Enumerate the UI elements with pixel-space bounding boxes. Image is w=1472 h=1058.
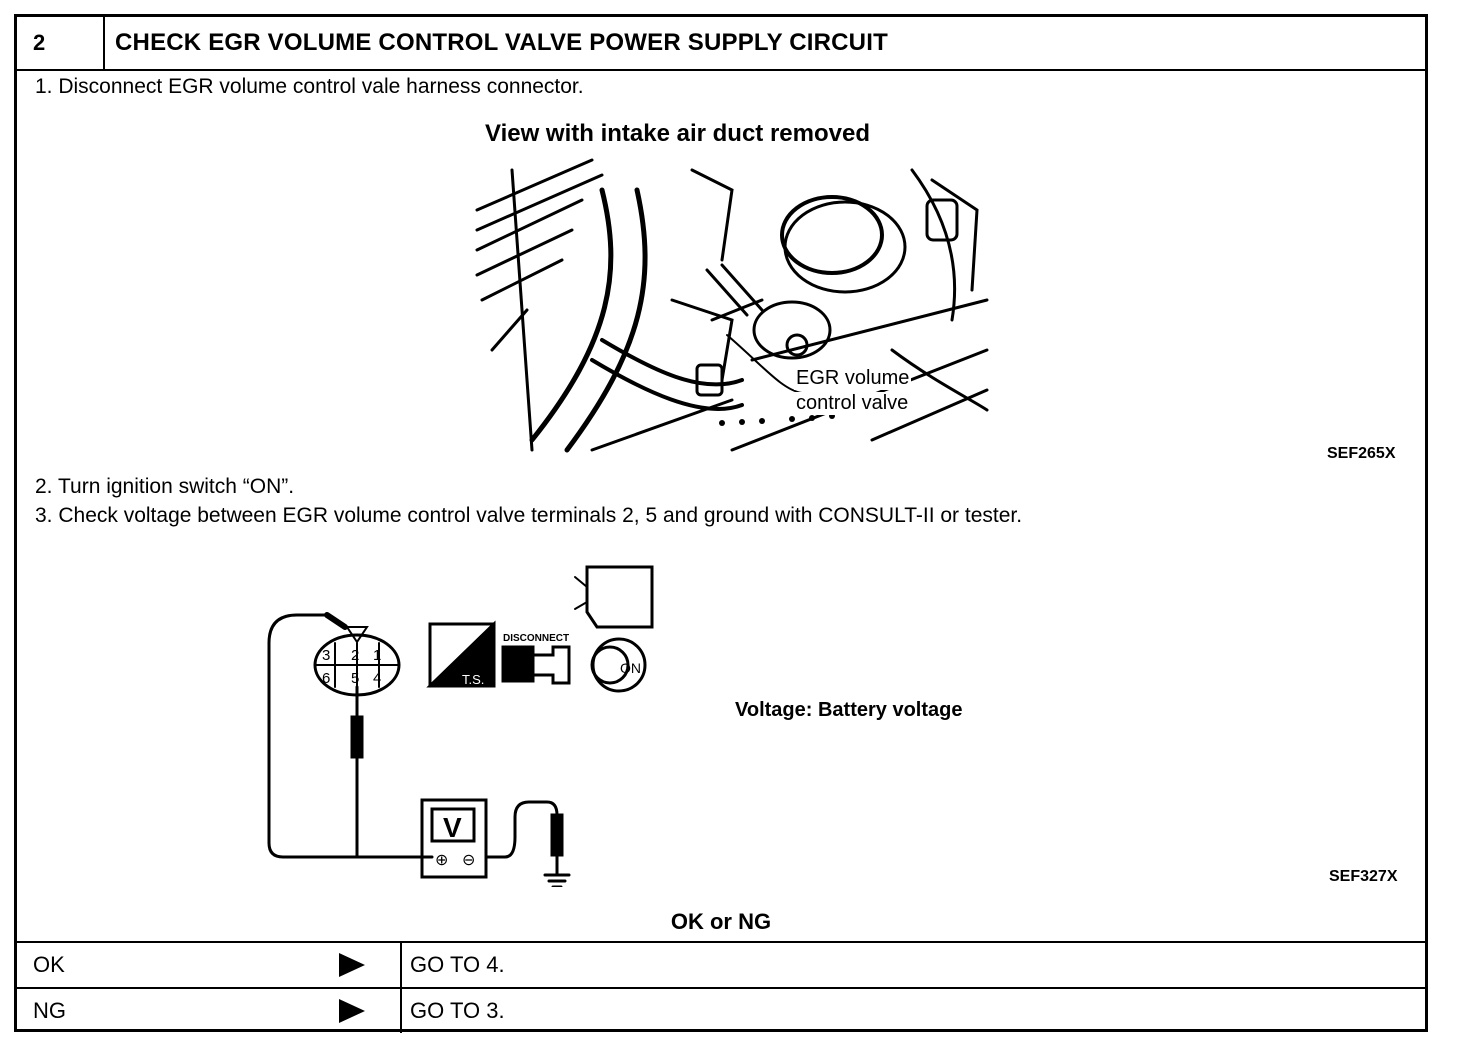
- step-title: CHECK EGR VOLUME CONTROL VALVE POWER SUP…: [115, 29, 888, 56]
- disconnect-icon-label: DISCONNECT: [503, 633, 569, 644]
- terminal-4: 4: [373, 670, 381, 687]
- arrow-right-icon: [339, 999, 365, 1023]
- ts-icon-label: T.S.: [462, 672, 484, 687]
- voltmeter-label: V: [443, 812, 462, 843]
- terminal-5: 5: [351, 670, 359, 687]
- step-header: 2 CHECK EGR VOLUME CONTROL VALVE POWER S…: [17, 17, 1425, 71]
- key-on-label: ON: [620, 660, 641, 676]
- voltage-note: Voltage: Battery voltage: [735, 699, 963, 721]
- svg-text:⊖: ⊖: [462, 852, 475, 869]
- figure2-code: SEF327X: [1329, 868, 1398, 885]
- terminal-1: 1: [373, 647, 381, 664]
- terminal-3: 3: [322, 647, 330, 664]
- terminal-6: 6: [322, 670, 330, 687]
- result-prompt: OK or NG: [670, 909, 772, 934]
- result-condition-ok: OK: [33, 952, 65, 977]
- column-divider: [400, 989, 402, 1033]
- instruction-step-3: 3. Check voltage between EGR volume cont…: [35, 504, 1023, 527]
- arrow-right-icon: [339, 953, 365, 977]
- instruction-step-2: 2. Turn ignition switch “ON”.: [35, 475, 295, 498]
- result-row-ok: OK GO TO 4.: [17, 941, 1425, 987]
- figure1-caption: View with intake air duct removed: [485, 120, 871, 147]
- result-action-ok: GO TO 4.: [410, 952, 505, 977]
- result-action-ng: GO TO 3.: [410, 998, 505, 1023]
- instruction-step-1: 1. Disconnect EGR volume control vale ha…: [35, 75, 584, 98]
- result-row-ng: NG GO TO 3.: [17, 987, 1425, 1033]
- procedure-frame: 2 CHECK EGR VOLUME CONTROL VALVE POWER S…: [14, 14, 1428, 1033]
- terminal-2: 2: [351, 647, 359, 664]
- figure1-code: SEF265X: [1327, 445, 1396, 462]
- column-divider: [400, 943, 402, 987]
- figure1-label-line1: EGR volume: [794, 367, 912, 390]
- voltage-check-diagram: DISCONNECT T.S. ON V ⊕ ⊖ 3 2 1 6 5 4: [267, 565, 654, 887]
- figure1-label-line2: control valve: [794, 392, 911, 415]
- engine-bay-illustration: [475, 158, 989, 453]
- svg-text:⊕: ⊕: [435, 852, 448, 869]
- result-condition-ng: NG: [33, 998, 66, 1023]
- step-number: 2: [17, 17, 105, 69]
